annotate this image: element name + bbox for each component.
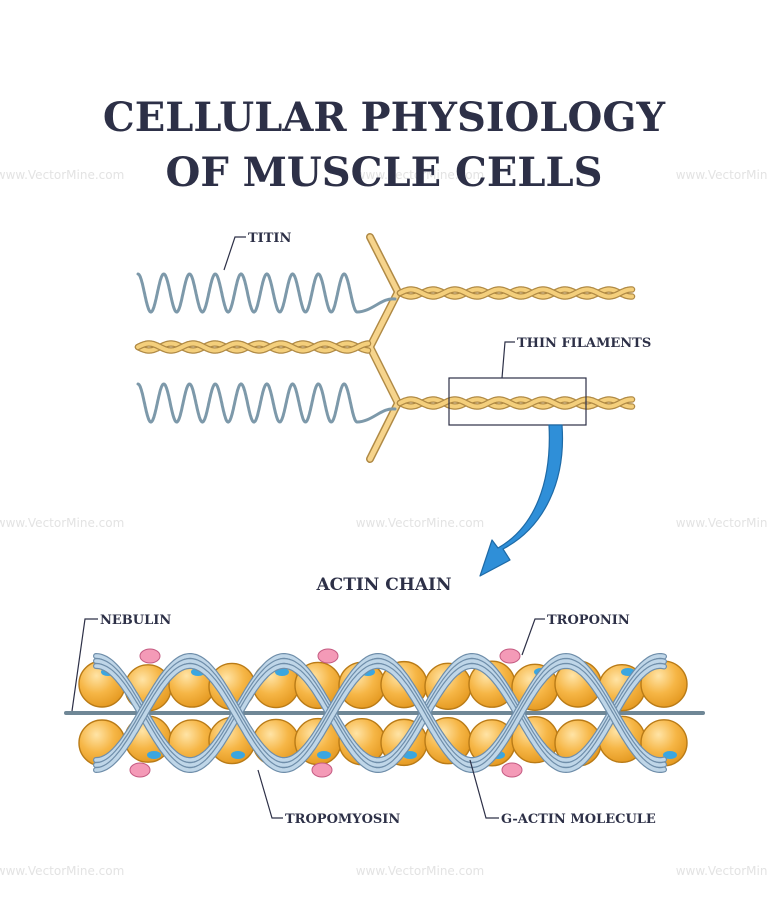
- watermark-text: www.VectorMine.com: [356, 516, 485, 530]
- titin-spring-bottom: [136, 382, 397, 424]
- filament-strand: [398, 287, 634, 299]
- tropomyosin-strand: [94, 664, 666, 772]
- titin-leader: [223, 236, 246, 271]
- watermark-text: www.VectorMine.com: [676, 864, 768, 878]
- thin-filament-middle: [134, 340, 372, 354]
- actin-binding-site: [663, 751, 677, 759]
- tropomyosin-strand: [94, 654, 666, 762]
- watermark-text: www.VectorMine.com: [356, 168, 485, 182]
- actin-binding-site: [317, 751, 331, 759]
- nebulin-leader: [71, 618, 98, 712]
- thin-filaments-label: THIN FILAMENTS: [517, 336, 651, 351]
- thin-filaments-leader: [501, 341, 515, 379]
- troponin-complex: [311, 762, 333, 778]
- g-actin-label: G-ACTIN MOLECULE: [501, 812, 656, 827]
- z-line: [366, 233, 402, 463]
- tropomyosin-strand: [94, 659, 666, 767]
- troponin-leader: [521, 618, 545, 656]
- tropomyosin-strands: [93, 652, 667, 774]
- actin-chain: [64, 648, 705, 778]
- troponin-complex: [317, 648, 339, 664]
- tropomyosin-strand: [94, 659, 666, 767]
- watermark-text: www.VectorMine.com: [0, 516, 124, 530]
- troponin-complex: [139, 648, 161, 664]
- troponin-complex: [501, 762, 523, 778]
- filament-strand: [398, 287, 634, 299]
- watermark-text: www.VectorMine.com: [676, 168, 768, 182]
- title-line-1: CELLULAR PHYSIOLOGY: [103, 94, 666, 141]
- troponin-label: TROPONIN: [547, 613, 630, 628]
- titin-label: TITIN: [248, 231, 292, 246]
- watermark-text: www.VectorMine.com: [0, 168, 124, 182]
- troponin-complex: [129, 762, 151, 778]
- nebulin-label: NEBULIN: [100, 613, 171, 628]
- watermark-text: www.VectorMine.com: [676, 516, 768, 530]
- zoom-box: [448, 377, 587, 426]
- actin-binding-site: [231, 751, 245, 759]
- tropomyosin-label: TROPOMYOSIN: [285, 812, 400, 827]
- watermark-text: www.VectorMine.com: [356, 864, 485, 878]
- filament-strand: [398, 397, 634, 409]
- actin-binding-site: [147, 751, 161, 759]
- titin-spring-top: [136, 272, 397, 314]
- filament-strand: [136, 341, 370, 353]
- thin-filament-bottom: [396, 396, 636, 410]
- filament-strand: [398, 397, 634, 409]
- g-actin-leader: [469, 759, 499, 819]
- title-line-2: OF MUSCLE CELLS: [165, 149, 602, 196]
- actin-chain-title: ACTIN CHAIN: [315, 575, 451, 595]
- tropomyosin-strand: [94, 654, 666, 762]
- troponin-complex: [499, 648, 521, 664]
- watermark-layer: www.VectorMine.com www.VectorMine.com www.…: [0, 168, 768, 878]
- zoom-arrow: [479, 424, 564, 577]
- watermark-text: www.VectorMine.com: [0, 864, 124, 878]
- thin-filament-top: [396, 286, 636, 300]
- tropomyosin-leader: [257, 769, 283, 819]
- filament-strand: [136, 341, 370, 353]
- tropomyosin-strand: [94, 664, 666, 772]
